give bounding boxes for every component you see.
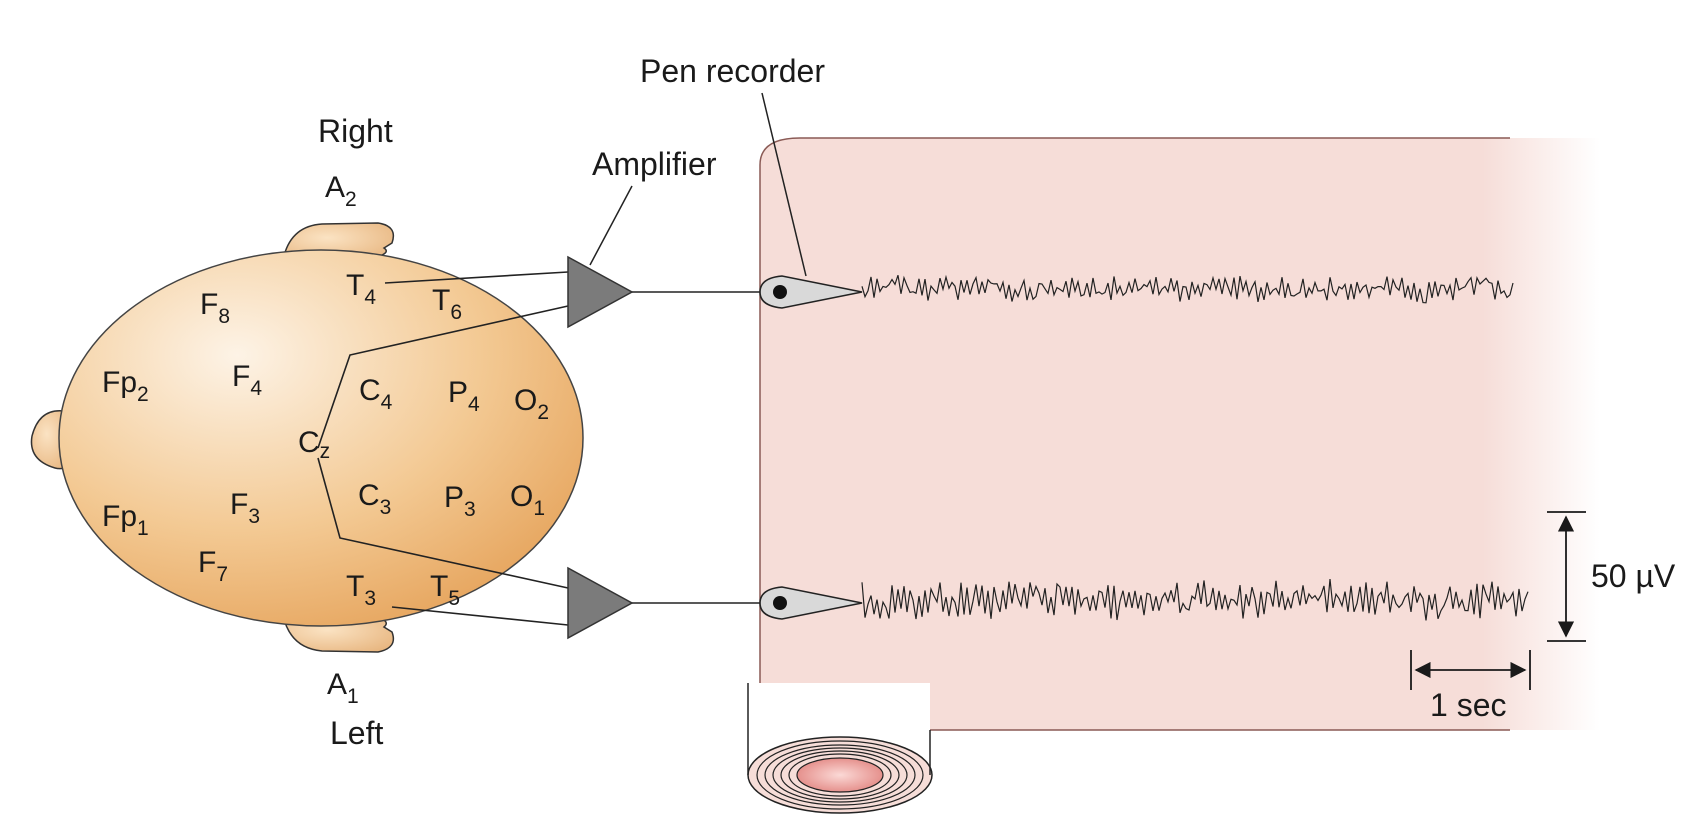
eeg-trace-bottom	[861, 579, 1529, 621]
electrode-A2: A2	[325, 171, 357, 211]
electrode-T4: T4	[346, 269, 376, 309]
pen-bottom	[759, 586, 863, 620]
electrode-Fp2: Fp2	[102, 366, 149, 406]
eeg-trace-top	[861, 274, 1514, 304]
amplifier-top	[567, 255, 770, 329]
chart-paper	[759, 137, 1600, 731]
amplifier-label: Amplifier	[592, 146, 717, 182]
amplitude-scale-label: 50 µV	[1591, 558, 1676, 594]
electrode-labels: Right Left A2 A1 T4 T6 F8 Fp2 F4 Cz C4 P…	[102, 113, 549, 751]
pen-top	[759, 275, 863, 309]
left-side-label: Left	[330, 715, 383, 751]
electrode-T6: T6	[432, 284, 462, 324]
electrode-C4: C4	[359, 374, 393, 414]
time-scale-bar	[1410, 650, 1531, 690]
time-scale-label: 1 sec	[1430, 687, 1506, 723]
electrode-O1: O1	[510, 480, 545, 520]
amplitude-scale-bar	[1547, 511, 1586, 642]
electrode-P3: P3	[444, 481, 476, 521]
electrode-P4: P4	[448, 376, 480, 416]
right-side-label: Right	[318, 113, 393, 149]
electrode-T3: T3	[346, 570, 376, 610]
electrode-F3: F3	[230, 488, 260, 528]
electrode-C3: C3	[358, 479, 391, 519]
electrode-A1: A1	[327, 668, 359, 708]
electrode-F4: F4	[232, 360, 262, 400]
electrode-F7: F7	[198, 546, 228, 586]
electrode-F8: F8	[200, 288, 230, 328]
electrode-Cz: Cz	[298, 426, 330, 463]
electrode-leads	[317, 271, 569, 626]
callout-leaders	[589, 92, 807, 277]
electrode-T5: T5	[430, 570, 460, 610]
pen-recorder-label: Pen recorder	[640, 53, 825, 89]
paper-roll	[747, 683, 933, 814]
electrode-O2: O2	[514, 384, 549, 424]
amplifier-bottom	[567, 566, 770, 640]
electrode-Fp1: Fp1	[102, 500, 149, 540]
